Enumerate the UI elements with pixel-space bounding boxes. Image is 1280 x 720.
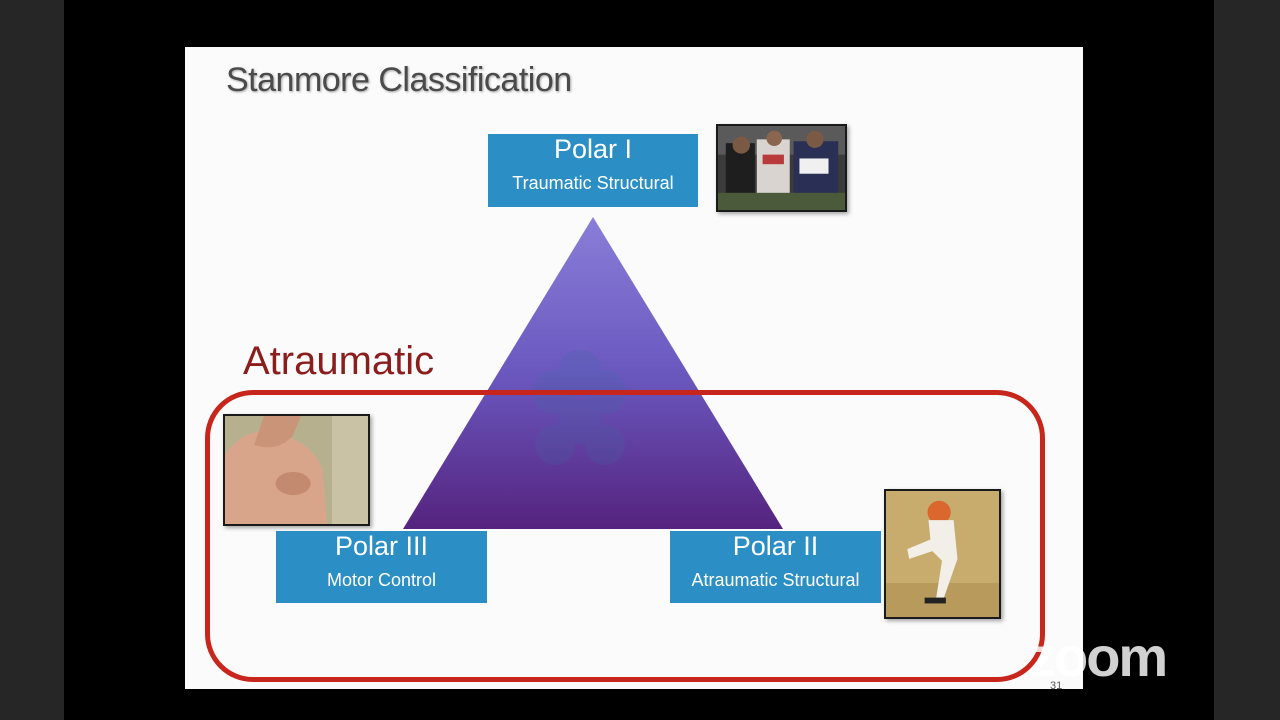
polar-i-title: Polar I <box>553 134 633 164</box>
presentation-slide: Stanmore Classification Polar I Traumati… <box>185 47 1083 689</box>
atraumatic-highlight-frame <box>205 390 1045 682</box>
polar-ii-title: Polar II <box>732 531 819 561</box>
polar-iii-title: Polar III <box>334 531 429 561</box>
polar-ii-box: Polar II Atraumatic Structural <box>670 531 881 603</box>
zoom-watermark: zoom <box>1028 625 1168 688</box>
classification-triangle <box>403 217 783 529</box>
polar-i-box: Polar I Traumatic Structural <box>488 134 698 207</box>
faint-logo <box>533 350 627 465</box>
left-letterbox <box>0 0 64 720</box>
right-letterbox <box>1214 0 1280 720</box>
atraumatic-label: Atraumatic <box>243 339 435 383</box>
slide-title: Stanmore Classification <box>226 61 572 99</box>
polar-i-subtitle: Traumatic Structural <box>512 173 674 193</box>
pitcher-photo <box>884 489 1001 619</box>
polar-iii-subtitle: Motor Control <box>326 570 437 590</box>
polar-ii-subtitle: Atraumatic Structural <box>691 570 860 590</box>
slide-page-number: 31 <box>1050 680 1063 692</box>
rugby-photo <box>716 124 847 212</box>
triangle-shape <box>403 217 783 529</box>
shoulder-photo <box>223 414 370 526</box>
polar-iii-box: Polar III Motor Control <box>276 531 487 603</box>
